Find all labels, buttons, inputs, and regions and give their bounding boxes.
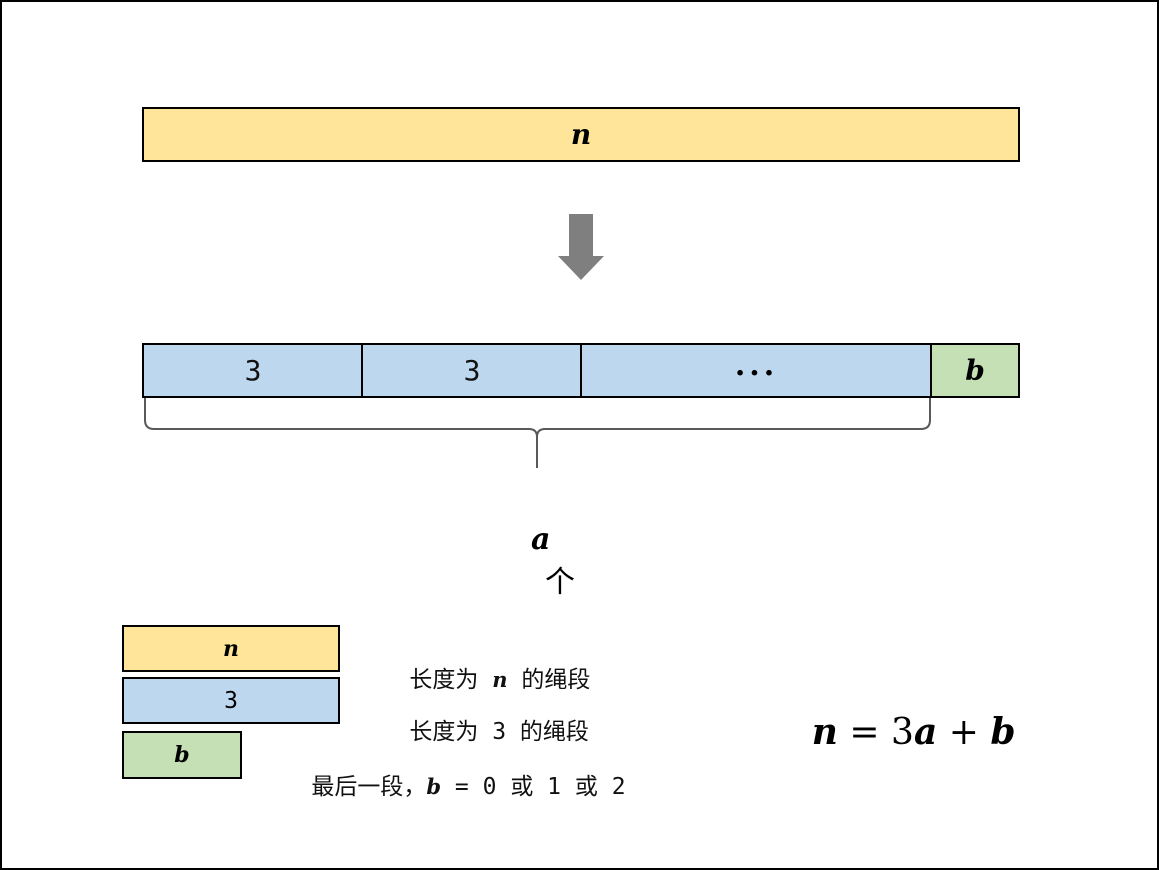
formula: n = 3a + b xyxy=(766,670,1016,794)
formula-n: n xyxy=(811,711,838,753)
ellipsis-label: ... xyxy=(734,348,779,383)
formula-plus: + xyxy=(937,712,991,753)
down-arrow-icon xyxy=(558,214,604,280)
formula-a: a xyxy=(913,711,938,753)
legend-suffix: = 0 或 1 或 2 xyxy=(441,774,626,800)
legend-swatch-3: 3 xyxy=(122,677,340,724)
legend-text-b: 最后一段，b = 0 或 1 或 2 xyxy=(256,741,626,827)
segment-label: 3 xyxy=(463,354,481,387)
segment-label: 3 xyxy=(244,354,262,387)
formula-b: b xyxy=(990,711,1016,753)
formula-equals: = xyxy=(837,712,892,753)
legend-var: b xyxy=(426,774,442,799)
segment-3-first: 3 xyxy=(142,343,364,398)
legend-text: 长度为 3 的绳段 xyxy=(409,719,589,745)
legend-text-n: 长度为 n 的绳段 xyxy=(354,634,590,720)
brace-unit: 个 xyxy=(545,565,575,600)
legend-suffix: 的绳段 xyxy=(507,667,591,693)
legend-swatch-label: n xyxy=(223,635,239,662)
legend-swatch-n: n xyxy=(122,625,340,672)
brace-var: a xyxy=(531,522,551,557)
curly-brace xyxy=(144,398,931,468)
formula-coef: 3 xyxy=(891,712,914,753)
rope-n-bar: n xyxy=(142,107,1020,162)
brace-label: a 个 xyxy=(501,488,575,635)
legend-swatch-b: b xyxy=(122,731,242,779)
rope-n-label: n xyxy=(570,118,592,151)
legend-prefix: 最后一段， xyxy=(311,774,427,800)
segment-b: b xyxy=(930,343,1020,398)
legend-swatch-label: b xyxy=(174,742,190,768)
legend-swatch-label: 3 xyxy=(224,687,238,714)
segment-ellipsis: ... xyxy=(580,343,933,398)
legend-prefix: 长度为 xyxy=(409,667,493,693)
segment-b-label: b xyxy=(965,354,985,387)
segment-3-second: 3 xyxy=(361,343,583,398)
legend-var: n xyxy=(492,667,508,692)
legend-text-3: 长度为 3 的绳段 xyxy=(354,686,589,772)
